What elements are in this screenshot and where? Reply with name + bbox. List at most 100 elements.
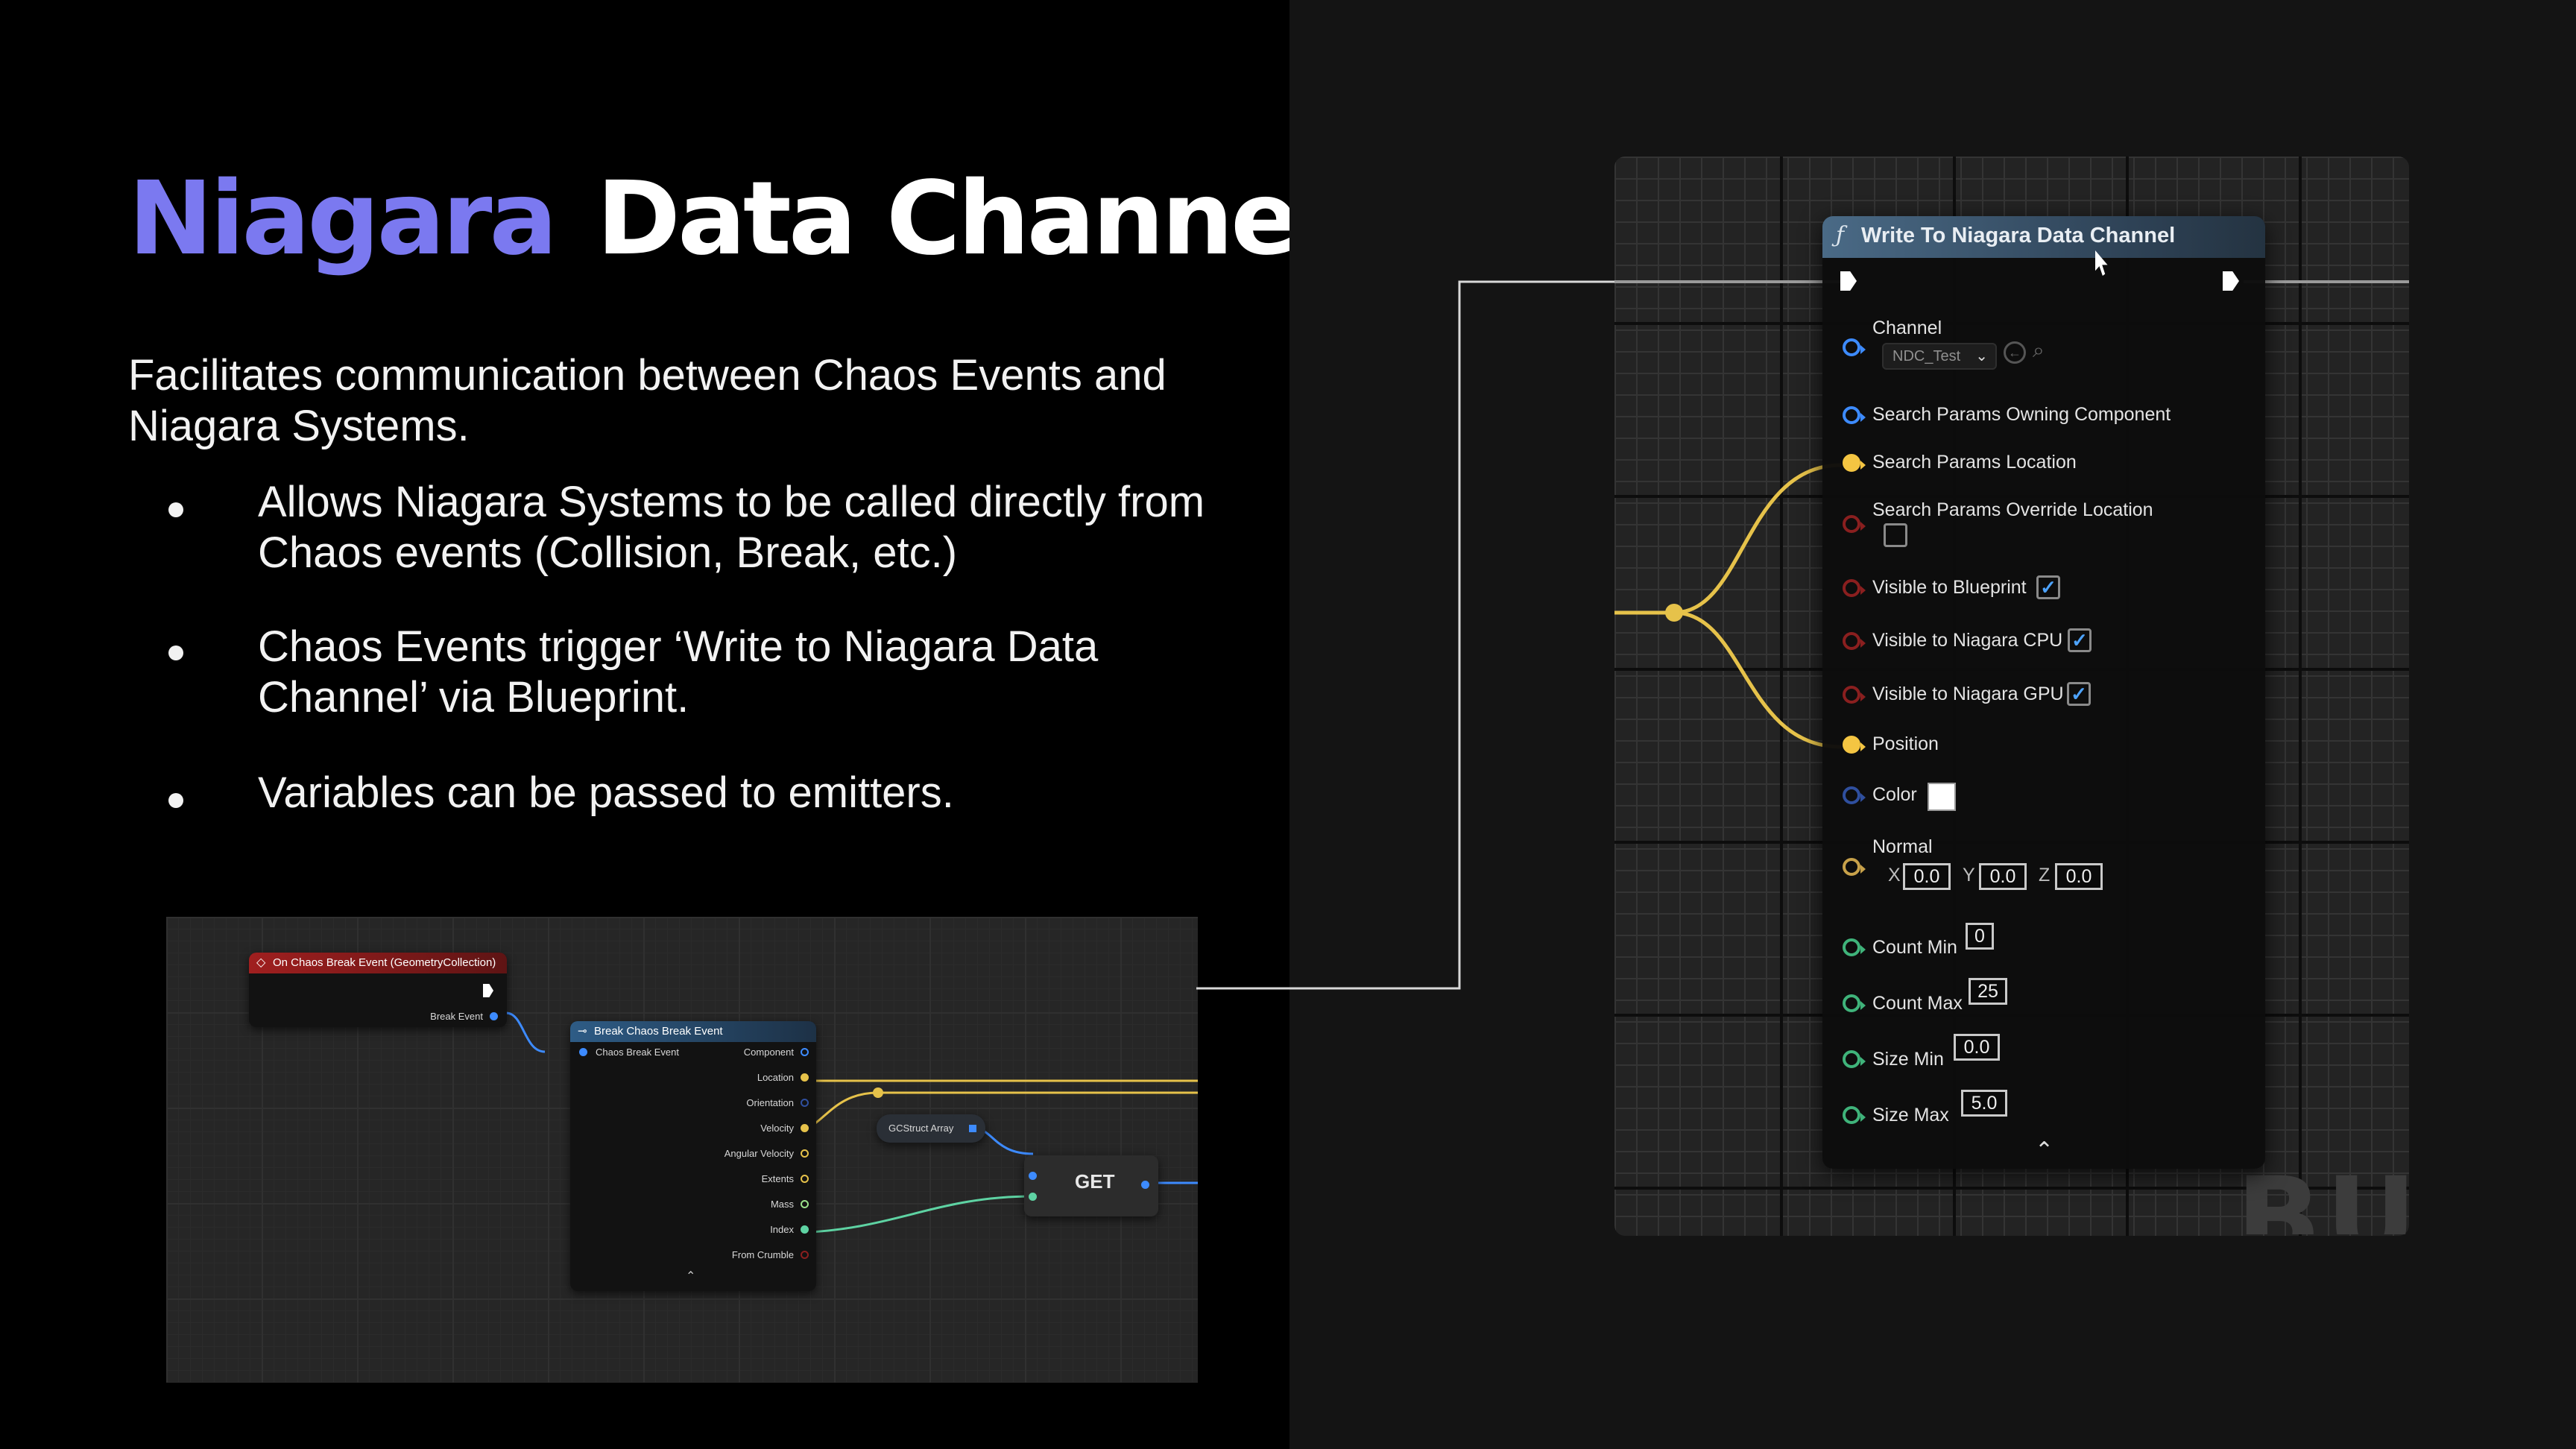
out-pin-extents[interactable] — [801, 1175, 809, 1183]
size-min-label: Size Min — [1872, 1049, 1944, 1070]
count-min-field[interactable]: 0 — [1966, 923, 1994, 950]
intro-paragraph: Facilitates communication between Chaos … — [128, 351, 1167, 450]
browse-back-icon[interactable]: ← — [2004, 341, 2026, 364]
normal-pin[interactable] — [1843, 858, 1866, 876]
color-label: Color — [1872, 784, 1917, 805]
node-title: Write To Niagara Data Channel — [1861, 224, 2176, 247]
get-array-pin[interactable] — [1029, 1172, 1037, 1180]
chaos-break-event-input-pin[interactable] — [579, 1048, 587, 1056]
wire-velocity — [794, 1091, 1198, 1133]
event-node-header: ◇ On Chaos Break Event (GeometryCollecti… — [249, 953, 507, 973]
gcstruct-array-node[interactable]: GCStruct Array — [877, 1114, 985, 1143]
break-chaos-break-event-node[interactable]: ⊸ Break Chaos Break Event Chaos Break Ev… — [570, 1021, 816, 1291]
search-icon[interactable]: ⌕ — [2033, 338, 2045, 362]
location-pin[interactable] — [1843, 454, 1866, 472]
owning-component-pin[interactable] — [1843, 406, 1866, 424]
watermark-text: BU — [2236, 1163, 2422, 1234]
event-diamond-icon: ◇ — [256, 956, 266, 969]
function-icon: ƒ — [1836, 222, 1845, 248]
bullet-text-2: Chaos Events trigger ‘Write to Niagara D… — [258, 622, 1099, 722]
exec-out-pin[interactable] — [483, 984, 493, 997]
get-index-pin[interactable] — [1029, 1193, 1037, 1201]
visible-gpu-checkbox[interactable]: ✓ — [2067, 682, 2091, 706]
normal-z-axis: Z — [2039, 865, 2051, 886]
out-label-component: Component — [743, 1046, 794, 1058]
normal-y-axis: Y — [1963, 865, 1975, 886]
color-swatch[interactable] — [1928, 783, 1956, 811]
out-pin-mass[interactable] — [801, 1200, 809, 1208]
node-header[interactable]: ƒ Write To Niagara Data Channel — [1822, 216, 2265, 258]
color-pin[interactable] — [1843, 786, 1866, 804]
owning-component-label: Search Params Owning Component — [1872, 404, 2171, 425]
position-label: Position — [1872, 733, 1939, 754]
out-pin-velocity[interactable] — [801, 1124, 809, 1132]
out-label-index: Index — [770, 1224, 794, 1235]
break-event-pin[interactable] — [490, 1012, 498, 1020]
visible-blueprint-pin[interactable] — [1843, 579, 1866, 597]
exec-input-pin[interactable] — [1840, 271, 1857, 291]
count-max-field[interactable]: 25 — [1969, 978, 2007, 1005]
normal-x-axis: X — [1888, 865, 1901, 886]
out-label-extents: Extents — [761, 1173, 794, 1184]
channel-value: NDC_Test — [1892, 348, 1961, 364]
out-pin-from-crumble[interactable] — [801, 1251, 809, 1259]
array-out-pin[interactable] — [969, 1125, 976, 1132]
gcstruct-array-label: GCStruct Array — [888, 1123, 954, 1134]
normal-z-field[interactable]: 0.0 — [2055, 863, 2103, 890]
bullet-text-3: Variables can be passed to emitters. — [258, 768, 954, 817]
out-pin-index[interactable] — [801, 1225, 809, 1234]
event-node-title: On Chaos Break Event (GeometryCollection… — [273, 956, 496, 969]
out-label-orientation: Orientation — [746, 1097, 794, 1108]
count-min-label: Count Min — [1872, 937, 1957, 958]
visible-cpu-checkbox[interactable]: ✓ — [2068, 628, 2092, 652]
write-to-niagara-data-channel-node[interactable]: ƒ Write To Niagara Data Channel Channel … — [1822, 216, 2265, 1169]
get-label: GET — [1075, 1170, 1115, 1193]
channel-label: Channel — [1872, 318, 1942, 338]
wire-break-event — [505, 1011, 546, 1053]
count-max-pin[interactable] — [1843, 994, 1866, 1012]
chaos-break-event-node[interactable]: ◇ On Chaos Break Event (GeometryCollecti… — [249, 953, 507, 1027]
normal-x-field[interactable]: 0.0 — [1903, 863, 1951, 890]
visible-blueprint-checkbox[interactable]: ✓ — [2036, 575, 2060, 599]
out-label-from-crumble: From Crumble — [731, 1249, 794, 1260]
override-location-checkbox[interactable] — [1884, 523, 1907, 547]
location-label: Search Params Location — [1872, 452, 2077, 473]
break-event-label: Break Event — [430, 1011, 483, 1022]
out-pin-orientation[interactable] — [801, 1099, 809, 1107]
size-min-pin[interactable] — [1843, 1050, 1866, 1068]
normal-label: Normal — [1872, 836, 1933, 857]
exec-output-pin[interactable] — [2223, 271, 2239, 291]
override-location-pin[interactable] — [1843, 515, 1866, 533]
visible-cpu-label: Visible to Niagara CPU — [1872, 630, 2063, 651]
visible-cpu-pin[interactable] — [1843, 632, 1866, 650]
out-pin-angular-velocity[interactable] — [801, 1149, 809, 1158]
chevron-down-icon: ⌄ — [1975, 348, 1988, 364]
visible-gpu-pin[interactable] — [1843, 686, 1866, 704]
normal-y-field[interactable]: 0.0 — [1979, 863, 2027, 890]
size-max-field[interactable]: 5.0 — [1961, 1090, 2007, 1117]
position-pin[interactable] — [1843, 736, 1866, 754]
bullet-text-1: Allows Niagara Systems to be called dire… — [258, 478, 1205, 577]
break-node-title: Break Chaos Break Event — [594, 1025, 723, 1038]
out-pin-location[interactable] — [801, 1073, 809, 1082]
title-niagara: Niagara — [128, 160, 558, 278]
collapse-arrow-icon[interactable]: ⌃ — [686, 1270, 696, 1283]
break-node-header: ⊸ Break Chaos Break Event — [570, 1021, 816, 1042]
wire-reroute-knot — [873, 1087, 883, 1098]
out-pin-component[interactable] — [801, 1048, 809, 1056]
size-max-pin[interactable] — [1843, 1106, 1866, 1124]
get-output-pin[interactable] — [1141, 1181, 1149, 1189]
channel-dropdown[interactable]: NDC_Test ⌄ — [1882, 343, 1997, 370]
small-blueprint-graph[interactable]: ◇ On Chaos Break Event (GeometryCollecti… — [166, 917, 1198, 1383]
visible-gpu-label: Visible to Niagara GPU — [1872, 684, 2064, 704]
count-min-pin[interactable] — [1843, 938, 1866, 956]
out-label-location: Location — [757, 1072, 794, 1083]
collapse-arrow-icon[interactable]: ⌃ — [2035, 1138, 2054, 1163]
channel-pin[interactable] — [1843, 338, 1866, 356]
override-location-label: Search Params Override Location — [1872, 499, 2153, 520]
bullet-dot — [168, 793, 183, 808]
size-min-field[interactable]: 0.0 — [1954, 1034, 2000, 1061]
out-label-velocity: Velocity — [760, 1123, 794, 1134]
get-node[interactable]: GET — [1024, 1155, 1158, 1216]
